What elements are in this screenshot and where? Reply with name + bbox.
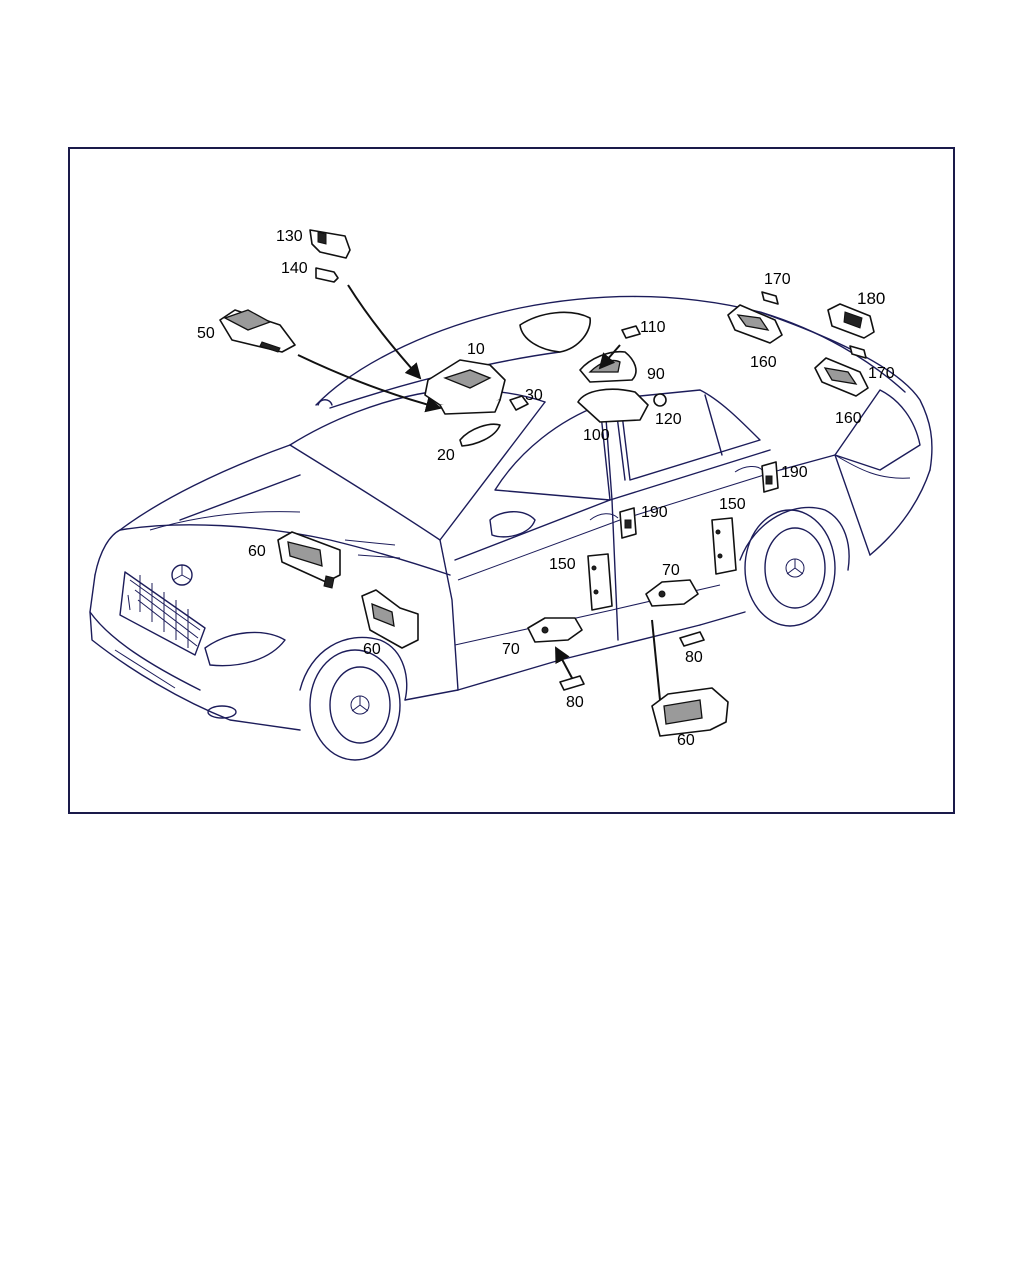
part-70-handle-center — [527, 617, 583, 643]
part-60-lamp-lower — [651, 687, 729, 737]
callout-180: 180 — [857, 289, 885, 308]
callout-60-door: 60 — [363, 641, 381, 658]
callout-labels: 130 140 50 10 30 20 110 90 120 100 170 1… — [197, 228, 895, 749]
part-60-lamp-door — [361, 589, 419, 649]
part-50-module — [219, 309, 296, 353]
callout-120: 120 — [655, 411, 682, 428]
part-10-console — [424, 359, 506, 415]
part-roof-lamp — [519, 311, 591, 353]
part-80-bulb-rear — [679, 631, 705, 647]
part-70-handle-rear — [645, 579, 699, 607]
callout-50: 50 — [197, 325, 215, 342]
callout-110: 110 — [640, 319, 666, 336]
callout-160-right: 160 — [835, 410, 862, 427]
car-outline — [89, 295, 933, 761]
part-170-bulb-right — [849, 345, 867, 359]
callout-170-right: 170 — [868, 365, 895, 382]
part-150-panel-right — [711, 517, 737, 575]
callout-170-top: 170 — [764, 271, 791, 288]
part-170-bulb-top — [761, 291, 779, 305]
part-30-bulb — [509, 395, 529, 411]
callout-190-right: 190 — [781, 464, 808, 481]
callout-100: 100 — [583, 427, 610, 444]
callout-160-top: 160 — [750, 354, 777, 371]
part-160-lamp-right — [814, 357, 869, 397]
part-190-switch-right — [761, 461, 779, 493]
part-190-switch-center — [619, 507, 637, 539]
callout-90: 90 — [647, 366, 665, 383]
part-60-lamp-hood — [277, 531, 341, 589]
callout-150-right: 150 — [719, 496, 746, 513]
callout-130: 130 — [276, 228, 303, 245]
part-80-bulb-center — [559, 675, 585, 691]
callout-10: 10 — [467, 341, 485, 358]
part-130-clip — [309, 229, 351, 259]
part-180-lens — [827, 303, 875, 339]
diagram-frame — [68, 147, 955, 814]
callout-60-lower: 60 — [677, 732, 695, 749]
callout-190-center: 190 — [641, 504, 668, 521]
callout-150-center: 150 — [549, 556, 576, 573]
part-20-lens — [459, 423, 501, 447]
part-100-housing — [577, 388, 649, 423]
callout-80-center: 80 — [566, 694, 584, 711]
leader-lines — [297, 284, 661, 701]
part-160-lamp-top — [727, 304, 783, 344]
callout-140: 140 — [281, 260, 308, 277]
part-150-panel-center — [587, 553, 613, 611]
part-110-bulb — [621, 325, 641, 339]
callout-70-center: 70 — [502, 641, 520, 658]
callout-60-hood: 60 — [248, 543, 266, 560]
callout-20: 20 — [437, 447, 455, 464]
part-120-clip — [653, 393, 667, 407]
part-140-bulb — [315, 267, 339, 283]
callout-30: 30 — [525, 387, 543, 404]
callout-80-rear: 80 — [685, 649, 703, 666]
part-90-lens — [579, 350, 637, 383]
callout-70-rear: 70 — [662, 562, 680, 579]
